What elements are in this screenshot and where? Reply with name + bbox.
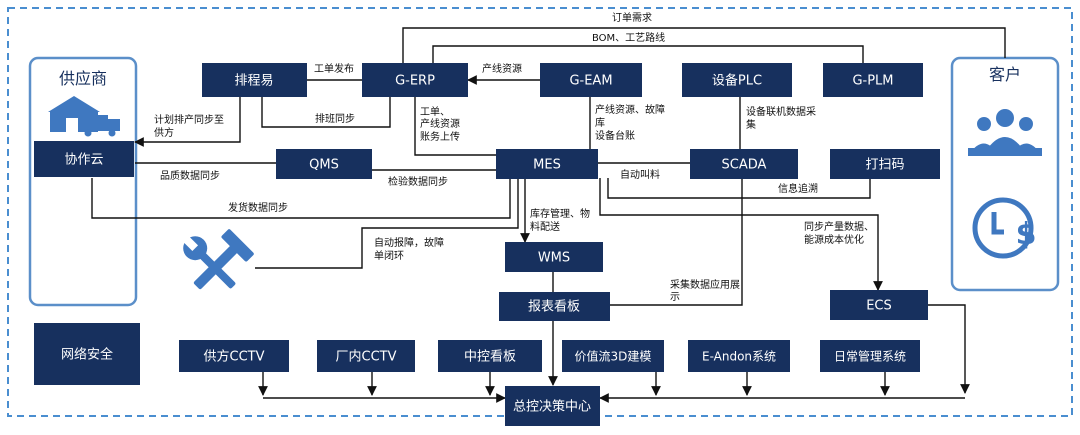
edge-ecs-right xyxy=(928,304,970,394)
node-label: SCADA xyxy=(722,158,767,173)
node-label: 总控决策中心 xyxy=(513,399,591,415)
node-ecs: ECS xyxy=(830,290,928,320)
label-inventory-2: 料配送 xyxy=(530,220,560,233)
label-auto-call: 自动叫料 xyxy=(620,168,660,181)
label-line-resource-2-1: 产线资源、故障 xyxy=(595,103,665,116)
label-plan-sync-1: 计划排产同步至 xyxy=(154,113,224,126)
node-label: 打扫码 xyxy=(865,158,904,173)
edge-erp-mes xyxy=(414,97,496,156)
node-paichengyi: 排程易 xyxy=(202,63,307,97)
label-line-resource-2-2: 库 xyxy=(595,116,605,129)
node-central-board: 中控看板 xyxy=(438,340,542,372)
edge-plan-sync xyxy=(134,97,241,147)
svg-text:$: $ xyxy=(1016,217,1037,252)
node-g-erp: G-ERP xyxy=(362,63,468,97)
node-label: E-Andon系统 xyxy=(702,350,776,364)
label-work-order-1: 工单、 xyxy=(420,106,450,118)
node-qms: QMS xyxy=(276,149,372,179)
label-production-sync-1: 同步产量数据、 xyxy=(804,220,874,233)
label-auto-report-2: 单闭环 xyxy=(374,249,404,262)
node-mes: MES xyxy=(496,149,598,179)
truck-warehouse-icon xyxy=(48,96,120,137)
label-line-resource-2-3: 设备台账 xyxy=(595,129,635,142)
label-data-display-2: 示 xyxy=(670,292,680,303)
customer-title: 客户 xyxy=(989,65,1021,84)
label-production-sync-2: 能源成本优化 xyxy=(804,233,864,246)
node-label: WMS xyxy=(538,251,570,266)
node-scan-code: 打扫码 xyxy=(830,149,940,179)
edge-labels: 订单需求 BOM、工艺路线 工单发布 产线资源 计划排产同步至 供方 排班同步 … xyxy=(154,12,874,303)
node-label: 设备PLC xyxy=(712,73,762,89)
node-report-board: 报表看板 xyxy=(499,292,610,321)
node-label: 协作云 xyxy=(64,153,103,168)
node-label: 日常管理系统 xyxy=(834,349,906,364)
node-daily-management: 日常管理系统 xyxy=(820,340,920,372)
connector-lines xyxy=(91,27,1006,403)
supplier-title: 供应商 xyxy=(59,69,107,88)
node-factory-cctv: 厂内CCTV xyxy=(317,340,415,372)
node-label: MES xyxy=(533,158,561,173)
edge-scada-report xyxy=(610,178,743,306)
edge-auto-report xyxy=(255,178,519,269)
node-scada: SCADA xyxy=(690,149,798,179)
node-g-plm: G-PLM xyxy=(823,63,923,97)
node-label: 供方CCTV xyxy=(204,349,265,365)
edge-shift-sync xyxy=(261,97,391,128)
node-label: 排程易 xyxy=(234,74,273,89)
label-order-demand: 订单需求 xyxy=(612,12,652,24)
label-device-online-1: 设备联机数据采 xyxy=(746,105,816,118)
nodes: 排程易 G-ERP G-EAM 设备PLC G-PLM 协作云 QMS MES xyxy=(34,63,940,426)
label-data-display-1: 采集数据应用展 xyxy=(670,278,740,291)
supplier-panel: 供应商 xyxy=(28,56,138,307)
label-shift-sync: 排班同步 xyxy=(315,112,355,125)
node-control-center: 总控决策中心 xyxy=(505,386,600,426)
label-traceability: 信息追溯 xyxy=(778,182,818,195)
label-work-order-3: 账务上传 xyxy=(420,130,460,143)
label-auto-report-1: 自动报障，故障 xyxy=(374,236,444,249)
label-work-order-2: 产线资源 xyxy=(420,117,460,130)
label-inventory-1: 库存管理、物 xyxy=(530,207,590,220)
clock-dollar-icon: $ xyxy=(972,197,1037,259)
node-label: QMS xyxy=(309,158,339,173)
node-label: G-EAM xyxy=(569,74,612,89)
node-e-andon: E-Andon系统 xyxy=(688,340,790,372)
node-label: G-ERP xyxy=(395,74,435,89)
node-label: 网络安全 xyxy=(61,347,113,363)
node-label: ECS xyxy=(866,299,892,314)
label-inspection-sync: 检验数据同步 xyxy=(388,175,448,188)
node-label: 价值流3D建模 xyxy=(575,349,652,364)
supplier-panel-border xyxy=(28,56,138,307)
repair-tools-icon xyxy=(182,229,254,290)
label-quality-sync: 品质数据同步 xyxy=(160,169,220,182)
node-label: 中控看板 xyxy=(464,349,516,365)
edge-traceability xyxy=(607,178,871,199)
node-label: 报表看板 xyxy=(528,299,580,315)
customer-panel: 客户 $ xyxy=(950,56,1060,292)
node-collaboration-cloud: 协作云 xyxy=(34,141,134,177)
node-device-plc: 设备PLC xyxy=(682,63,792,97)
node-label: G-PLM xyxy=(852,74,893,89)
people-group-icon xyxy=(968,109,1042,156)
node-network-security: 网络安全 xyxy=(34,323,140,385)
label-delivery-sync: 发货数据同步 xyxy=(228,201,288,214)
edge-delivery-sync xyxy=(91,178,511,219)
label-line-resource: 产线资源 xyxy=(482,62,522,75)
node-value-stream-3d: 价值流3D建模 xyxy=(562,340,664,372)
label-device-online-2: 集 xyxy=(746,118,756,131)
edge-order-demand xyxy=(402,27,1006,63)
node-label: 厂内CCTV xyxy=(336,349,397,365)
node-wms: WMS xyxy=(505,242,603,272)
node-g-eam: G-EAM xyxy=(540,63,642,97)
node-supplier-cctv: 供方CCTV xyxy=(179,340,289,372)
edge-production-sync xyxy=(599,178,883,291)
label-work-order-release: 工单发布 xyxy=(314,62,354,75)
edge-bom xyxy=(432,45,864,63)
label-plan-sync-2: 供方 xyxy=(154,126,174,139)
label-bom: BOM、工艺路线 xyxy=(592,31,665,44)
